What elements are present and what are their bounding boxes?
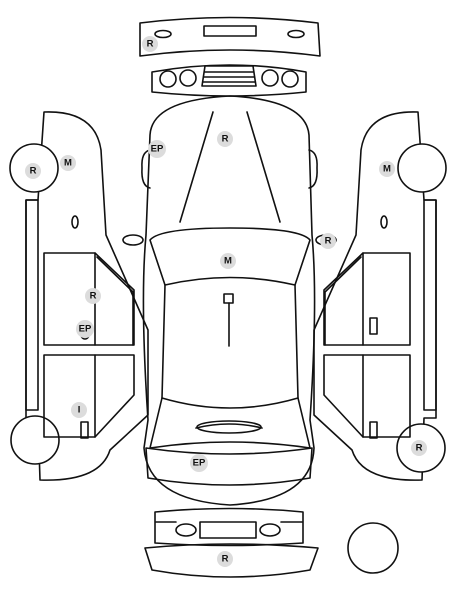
marker-rear-bumper[interactable]: R	[217, 551, 233, 567]
marker-left-rear-door[interactable]: I	[71, 402, 87, 418]
marker-label: M	[64, 158, 72, 169]
rear-bumper-part[interactable]	[144, 543, 319, 578]
marker-left-front-wheel-top[interactable]: R	[25, 163, 41, 179]
marker-label: EP	[151, 144, 164, 155]
marker-left-front-door-bottom[interactable]: EP	[76, 320, 94, 338]
marker-trunk[interactable]: EP	[190, 454, 208, 472]
right-side-profile	[313, 111, 447, 481]
rear-lights-part[interactable]	[154, 507, 304, 547]
front-bumper-part[interactable]	[139, 16, 321, 57]
front-grille-part[interactable]	[151, 64, 307, 97]
marker-label: EP	[79, 324, 92, 335]
spare-wheel[interactable]	[347, 522, 399, 574]
marker-left-front-fender[interactable]: EP	[148, 140, 166, 158]
marker-label: R	[147, 39, 154, 50]
marker-label: R	[30, 166, 37, 177]
marker-right-rear-wheel[interactable]: R	[411, 440, 427, 456]
car-body-top-view	[122, 95, 337, 506]
marker-label: R	[416, 443, 423, 454]
marker-label: R	[325, 236, 332, 247]
marker-label: R	[222, 134, 229, 145]
marker-right-front-fender[interactable]: M	[379, 161, 395, 177]
marker-front-bumper[interactable]: R	[142, 36, 158, 52]
marker-label: M	[383, 164, 391, 175]
marker-left-front-door-top[interactable]: R	[85, 288, 101, 304]
marker-label: R	[90, 291, 97, 302]
marker-roof[interactable]: M	[220, 253, 236, 269]
marker-right-mirror[interactable]: R	[320, 233, 336, 249]
marker-hood[interactable]: R	[217, 131, 233, 147]
marker-label: M	[224, 256, 232, 267]
marker-left-front-wheel-side[interactable]: M	[60, 155, 76, 171]
marker-label: R	[222, 554, 229, 565]
marker-label: EP	[193, 458, 206, 469]
marker-label: I	[78, 405, 81, 416]
